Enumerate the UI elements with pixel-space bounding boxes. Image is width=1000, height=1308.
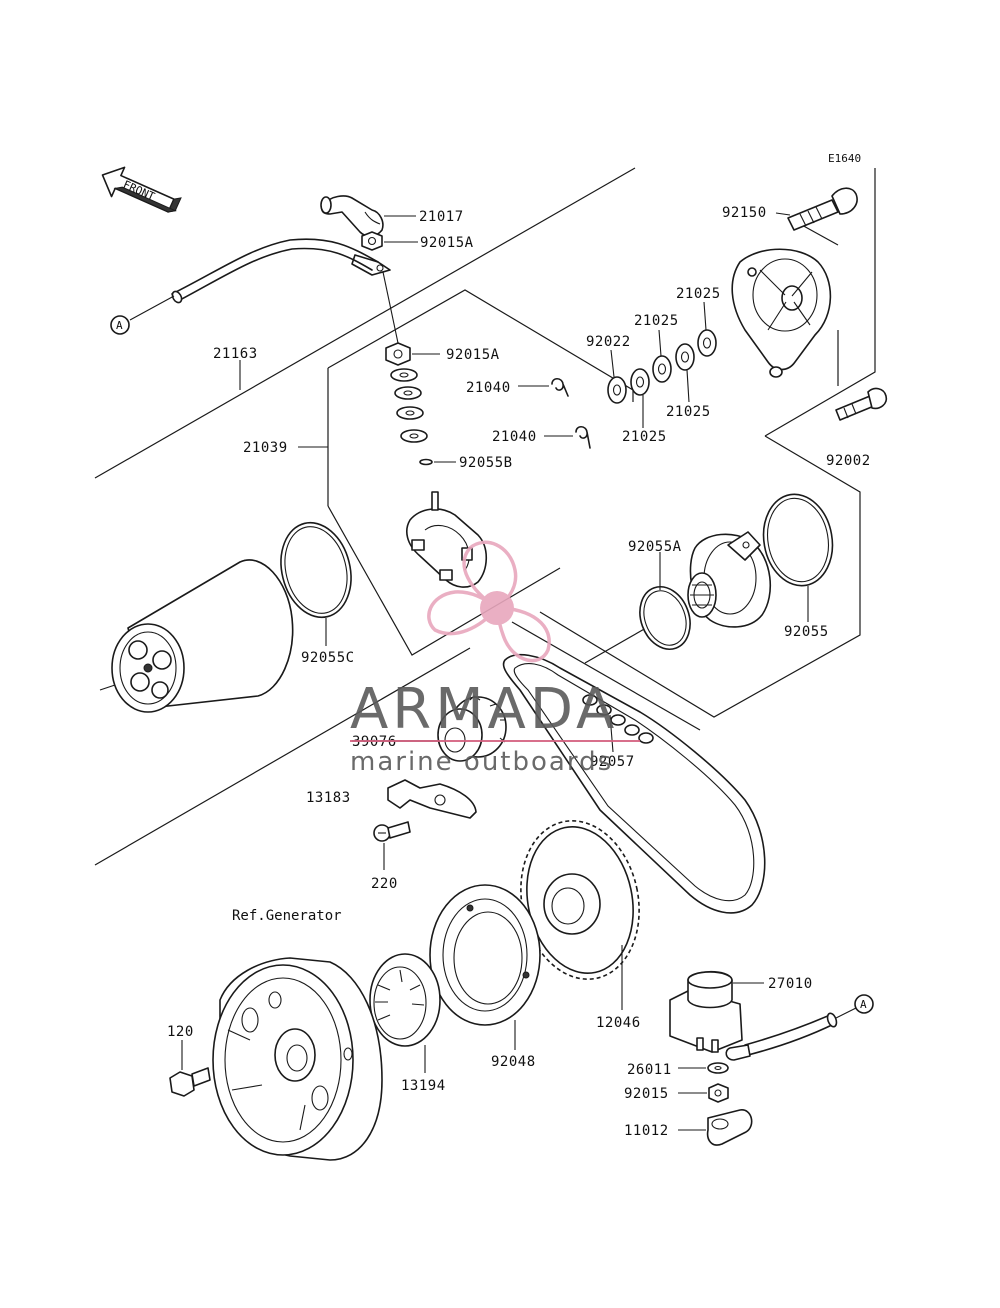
washer-92022 <box>607 349 627 404</box>
label-92055c: 92055C <box>301 650 355 666</box>
cap-11012 <box>678 1109 753 1146</box>
flange-92048 <box>429 884 541 1050</box>
nut-92015a-mid <box>385 342 440 366</box>
washer-26011 <box>678 1062 729 1074</box>
washer-21025-1 <box>630 368 650 428</box>
label-92055b: 92055B <box>459 455 513 471</box>
clip-21040-b <box>544 425 591 449</box>
label-92055: 92055 <box>784 624 829 640</box>
label-13183: 13183 <box>306 790 351 806</box>
propeller-logo-icon <box>427 540 551 663</box>
frame-lines <box>94 167 876 866</box>
label-21163: 21163 <box>213 346 258 362</box>
oring-92055a <box>639 552 691 650</box>
label-12046: 12046 <box>596 1015 641 1031</box>
watermark-brand: ARMADA <box>350 677 618 742</box>
label-21040-a: 21040 <box>466 380 511 396</box>
label-120: 120 <box>167 1024 194 1040</box>
label-26011: 26011 <box>627 1062 672 1078</box>
ref-generator-label: Ref.Generator <box>232 908 342 924</box>
starter-cable-21163 <box>129 238 399 344</box>
chain-92057 <box>502 653 766 914</box>
generator-rotor <box>212 957 383 1161</box>
watermark-tagline: marine outboards <box>350 747 613 777</box>
label-220: 220 <box>371 876 398 892</box>
clip-21040-a <box>518 377 569 397</box>
starter-relay-27010 <box>669 970 764 1053</box>
bolt-120 <box>169 1040 211 1097</box>
bolt-92150 <box>775 187 858 231</box>
washer-stack <box>390 368 428 443</box>
svg-text:A: A <box>860 998 867 1011</box>
label-21025-a: 21025 <box>676 286 721 302</box>
label-21039: 21039 <box>243 440 288 456</box>
screw-220 <box>373 821 411 870</box>
watermark: ARMADA marine outboards <box>350 540 640 777</box>
diagram-code: E1640 <box>828 152 861 165</box>
bolt-92002 <box>835 387 888 421</box>
label-27010: 27010 <box>768 976 813 992</box>
label-92015a-mid: 92015A <box>446 347 500 363</box>
terminal-cap-21017 <box>320 195 416 238</box>
clutch-13194 <box>369 953 441 1073</box>
washer-21025-2 <box>652 329 672 383</box>
label-13194: 13194 <box>401 1078 446 1094</box>
starter-end-cover <box>731 248 832 378</box>
svg-text:A: A <box>116 319 123 332</box>
label-21040-b: 21040 <box>492 429 537 445</box>
washer-21025-3 <box>675 343 695 403</box>
label-92015: 92015 <box>624 1086 669 1102</box>
relay-cable <box>725 1007 857 1061</box>
starter-motor-yoke <box>99 559 294 713</box>
label-21025-c: 21025 <box>666 404 711 420</box>
oring-92055c <box>280 521 352 646</box>
front-direction-arrow: FRONT <box>101 166 182 213</box>
label-92150: 92150 <box>722 205 767 221</box>
label-92048: 92048 <box>491 1054 536 1070</box>
nut-92015a-top <box>361 231 418 251</box>
label-92002: 92002 <box>826 453 871 469</box>
marker-a-bottom: A <box>854 994 874 1014</box>
label-92055a: 92055A <box>628 539 682 555</box>
oring-92055b <box>419 458 456 466</box>
label-21025-d: 21025 <box>622 429 667 445</box>
front-bracket <box>687 531 772 628</box>
washer-21025-4 <box>697 301 717 357</box>
nut-92015 <box>678 1083 729 1103</box>
label-11012: 11012 <box>624 1123 669 1139</box>
marker-a-top: A <box>110 315 130 335</box>
label-92057: 92057 <box>590 754 635 770</box>
label-92015a-top: 92015A <box>420 235 474 251</box>
label-92022: 92022 <box>586 334 631 350</box>
oring-92055 <box>762 493 834 622</box>
label-21017: 21017 <box>419 209 464 225</box>
bracket-13183 <box>387 779 477 819</box>
label-21025-b: 21025 <box>634 313 679 329</box>
